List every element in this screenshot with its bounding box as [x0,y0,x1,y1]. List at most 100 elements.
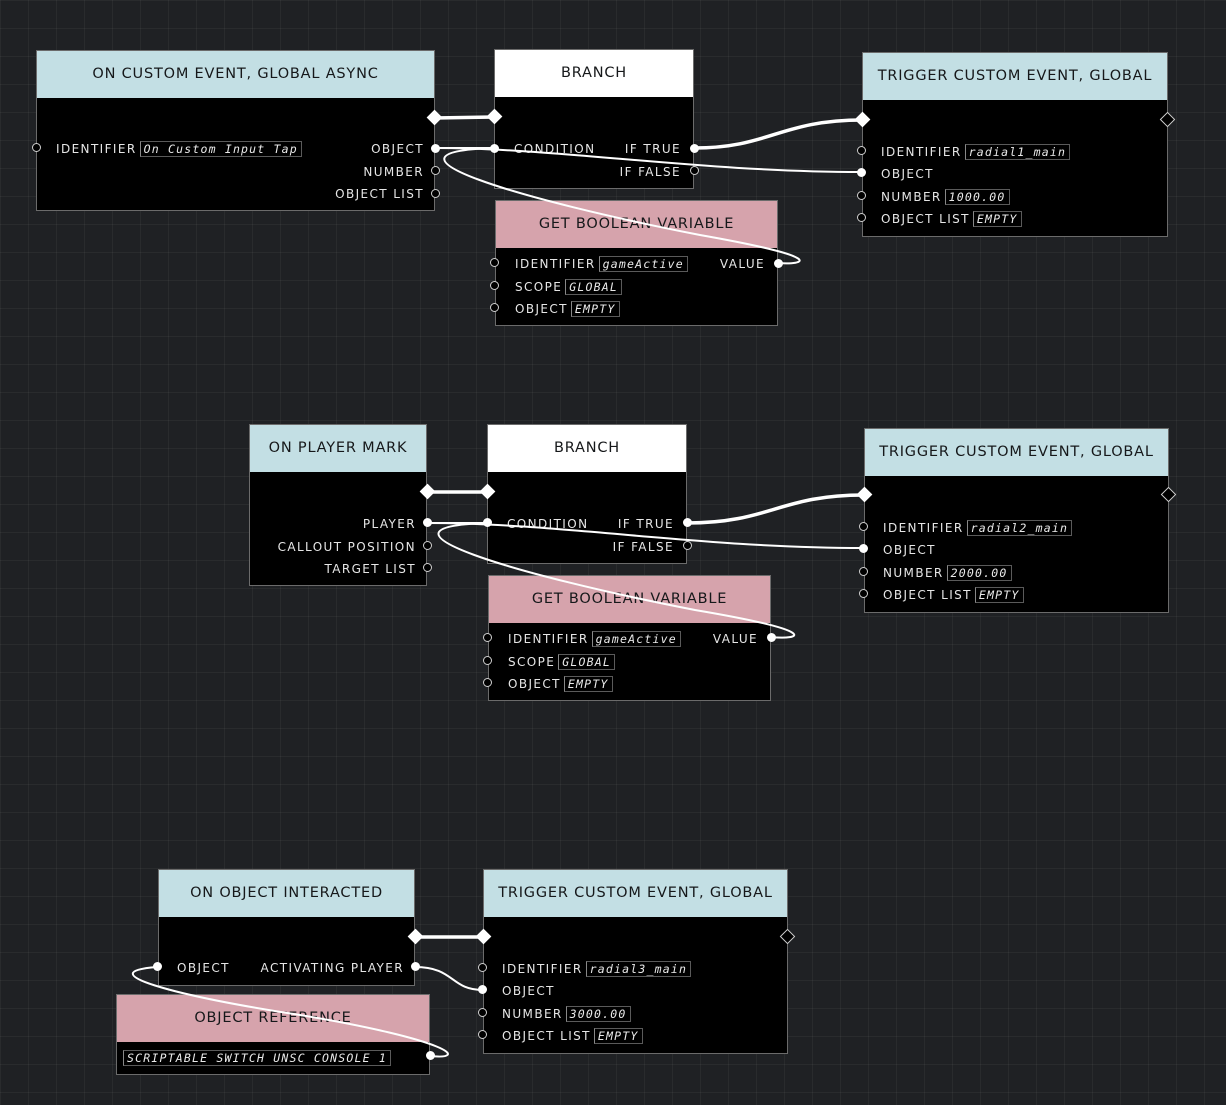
object-list-value-field[interactable]: EMPTY [972,211,1022,227]
on-custom-event-global-async-node[interactable]: ON CUSTOM EVENT, GLOBAL ASYNC IDENTIFIER… [36,50,435,211]
object-input-port[interactable] [483,678,492,687]
object-list-value-field[interactable]: EMPTY [974,587,1024,603]
identifier-input-port[interactable] [857,146,866,155]
node-title: BRANCH [495,50,693,97]
object-list-input-port[interactable] [478,1030,487,1039]
identifier-value-field[interactable]: On Custom Input Tap [139,141,302,157]
object-reference-value-field[interactable]: SCRIPTABLE SWITCH UNSC CONSOLE 1 [123,1050,391,1066]
identifier-input-port[interactable] [483,633,492,642]
identifier-value-field[interactable]: gameActive [591,631,681,647]
object-list-output-port[interactable] [431,189,440,198]
callout-position-output-label: CALLOUT POSITION [277,540,416,554]
scope-input-port[interactable] [490,281,499,290]
scope-label: SCOPE [508,655,556,669]
target-list-output-port[interactable] [423,563,432,572]
object-input-port[interactable] [490,303,499,312]
callout-position-output-port[interactable] [423,541,432,550]
node-title: TRIGGER CUSTOM EVENT, GLOBAL [865,429,1168,476]
player-output-port[interactable] [423,518,432,527]
player-output-label: PLAYER [362,517,416,531]
branch-node[interactable]: BRANCH CONDITION IF TRUE IF FALSE [487,424,687,564]
branch-node[interactable]: BRANCH CONDITION IF TRUE IF FALSE [494,49,694,189]
activating-player-output-port[interactable] [411,962,420,971]
object-list-input-port[interactable] [859,589,868,598]
identifier-value-field[interactable]: radial2_main [966,520,1073,536]
object-value-field[interactable]: EMPTY [563,676,613,692]
identifier-label: IDENTIFIER [515,257,596,271]
on-object-interacted-node[interactable]: ON OBJECT INTERACTED OBJECT ACTIVATING P… [158,869,415,986]
if-true-output-port[interactable] [690,144,699,153]
if-true-output-port[interactable] [683,518,692,527]
number-input-port[interactable] [478,1008,487,1017]
if-false-output-port[interactable] [690,166,699,175]
object-label: OBJECT [883,543,936,557]
number-input-port[interactable] [857,191,866,200]
object-label: OBJECT [508,677,561,691]
identifier-label: IDENTIFIER [56,142,137,156]
object-reference-node[interactable]: OBJECT REFERENCE SCRIPTABLE SWITCH UNSC … [116,994,430,1075]
identifier-input-port[interactable] [490,258,499,267]
number-output-port[interactable] [431,166,440,175]
value-output-label: VALUE [719,257,765,271]
identifier-label: IDENTIFIER [508,632,589,646]
object-output-port[interactable] [431,144,440,153]
object-value-field[interactable]: EMPTY [570,301,620,317]
identifier-label: IDENTIFIER [502,962,583,976]
on-player-mark-node[interactable]: ON PLAYER MARK PLAYER CALLOUT POSITION T… [249,424,427,586]
identifier-input-port[interactable] [32,143,41,152]
number-label: NUMBER [881,190,942,204]
number-input-port[interactable] [859,567,868,576]
object-input-port[interactable] [478,985,487,994]
if-false-output-port[interactable] [683,541,692,550]
scope-label: SCOPE [515,280,563,294]
object-port[interactable] [153,962,162,971]
object-label: OBJECT [502,984,555,998]
object-input-port[interactable] [857,168,866,177]
scope-value-field[interactable]: GLOBAL [565,279,623,295]
value-output-port[interactable] [774,259,783,268]
object-list-input-port[interactable] [857,213,866,222]
object-list-value-field[interactable]: EMPTY [593,1028,643,1044]
condition-label: CONDITION [514,142,596,156]
condition-input-port[interactable] [483,518,492,527]
identifier-input-port[interactable] [859,522,868,531]
node-title: TRIGGER CUSTOM EVENT, GLOBAL [484,870,787,917]
exec-wire [686,493,865,525]
number-value-field[interactable]: 2000.00 [946,565,1012,581]
node-title: ON PLAYER MARK [250,425,426,472]
if-false-label: IF FALSE [612,540,674,554]
object-input-port[interactable] [859,544,868,553]
identifier-value-field[interactable]: radial3_main [585,961,692,977]
object-list-label: OBJECT LIST [502,1029,591,1043]
number-value-field[interactable]: 1000.00 [944,189,1010,205]
condition-label: CONDITION [507,517,589,531]
identifier-value-field[interactable]: radial1_main [964,144,1071,160]
scope-input-port[interactable] [483,656,492,665]
node-title: BRANCH [488,425,686,472]
condition-input-port[interactable] [490,144,499,153]
number-label: NUMBER [502,1007,563,1021]
number-value-field[interactable]: 3000.00 [565,1006,631,1022]
value-output-port[interactable] [767,633,776,642]
object-reference-output-port[interactable] [426,1051,435,1060]
object-label: OBJECT [881,167,934,181]
identifier-input-port[interactable] [478,963,487,972]
object-output-label: OBJECT [177,961,230,975]
identifier-value-field[interactable]: gameActive [598,256,688,272]
number-label: NUMBER [883,566,944,580]
scope-value-field[interactable]: GLOBAL [558,654,616,670]
